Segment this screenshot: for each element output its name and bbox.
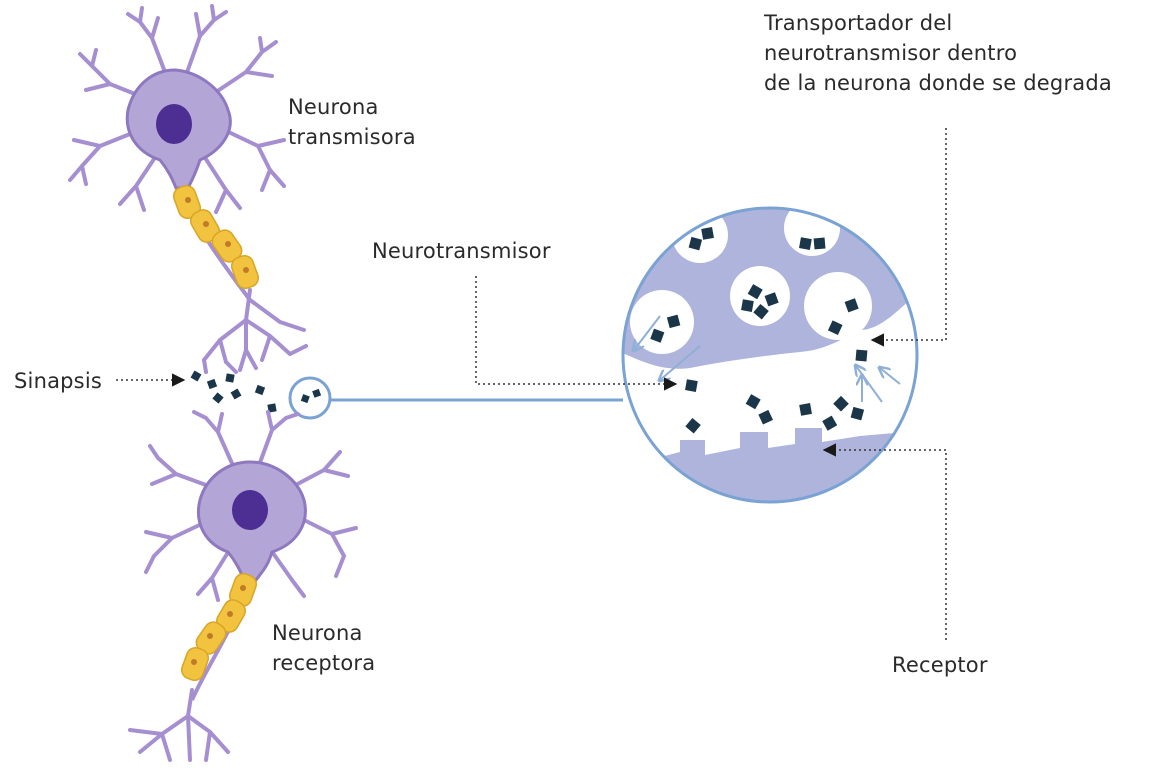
label-sinapsis: Sinapsis [14, 366, 102, 396]
label-receptor: Receptor [892, 650, 988, 680]
zoomed-synapse [610, 200, 930, 520]
receiver-axon-terminal [130, 690, 228, 760]
label-neurona-receptora: Neurona receptora [272, 618, 375, 678]
label-neurona-transmisora: Neurona transmisora [288, 92, 416, 152]
receiver-neuron [130, 412, 356, 760]
receiver-axon [179, 571, 259, 700]
label-transportador-line2: neurotransmisor dentro [764, 38, 1112, 68]
label-neurotransmisor: Neurotransmisor [372, 236, 551, 266]
label-neurona-receptora-line1: Neurona [272, 618, 375, 648]
label-neurona-transmisora-line1: Neurona [288, 92, 416, 122]
transmitter-nucleus [156, 104, 192, 144]
label-transportador: Transportador del neurotransmisor dentro… [764, 8, 1112, 98]
receiver-nucleus [232, 490, 268, 530]
axon-terminal [204, 290, 306, 372]
label-transportador-line3: de la neurona donde se degrada [764, 68, 1112, 98]
label-neurona-transmisora-line2: transmisora [288, 122, 416, 152]
transmitter-neuron [70, 6, 306, 372]
label-neurona-receptora-line2: receptora [272, 648, 375, 678]
label-transportador-line1: Transportador del [764, 8, 1112, 38]
transmitter-axon [171, 183, 261, 300]
synapse-neurotransmitters [191, 371, 277, 413]
